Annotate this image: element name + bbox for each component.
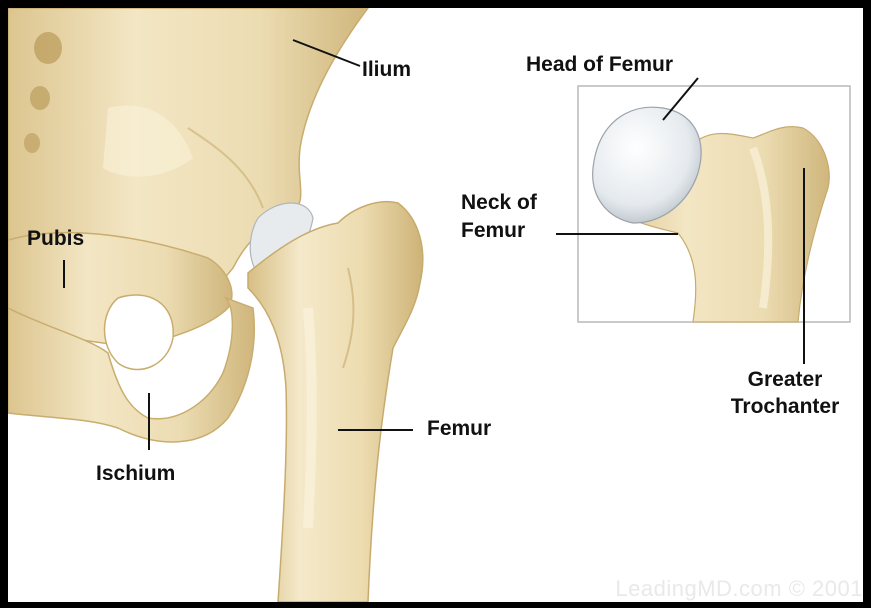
- label-ilium: Ilium: [362, 58, 411, 82]
- label-neck-of-femur-line1: Neck of: [461, 191, 537, 215]
- label-ischium: Ischium: [96, 462, 175, 486]
- label-greater-trochanter-line1: Greater: [710, 368, 860, 392]
- watermark: LeadingMD.com © 2001: [615, 576, 863, 602]
- femur-bone: [248, 202, 423, 602]
- femoral-head-inset: [578, 86, 850, 322]
- label-head-of-femur: Head of Femur: [526, 53, 673, 77]
- label-pubis: Pubis: [27, 227, 84, 251]
- label-femur: Femur: [427, 417, 491, 441]
- label-greater-trochanter-line2: Trochanter: [710, 395, 860, 419]
- hip-anatomy-illustration: [8, 8, 863, 602]
- illustration-canvas: Ilium Pubis Ischium Femur Head of Femur …: [8, 8, 863, 602]
- label-neck-of-femur-line2: Femur: [461, 219, 525, 243]
